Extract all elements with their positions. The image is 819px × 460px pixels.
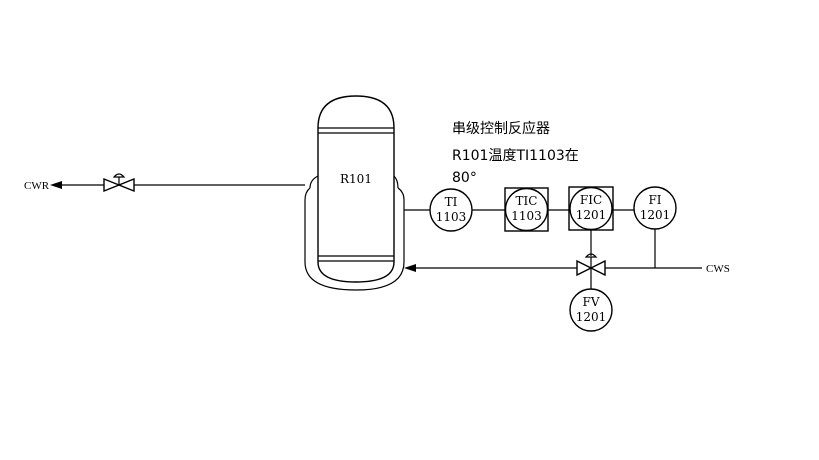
instrument-fic1201[interactable]: FIC 1201	[568, 186, 614, 231]
jacket-top-left	[309, 175, 319, 189]
valve-right-triangle	[117, 177, 135, 193]
note-line-1: 串级控制反应器	[452, 121, 550, 137]
reactor-r101[interactable]: R101	[304, 95, 405, 291]
fic1201-func: FIC	[580, 193, 602, 207]
fv1201-func: FV	[583, 295, 600, 309]
fv1201-bubble	[569, 288, 613, 332]
tic1103-loop: 1103	[511, 209, 542, 223]
cws-arrow-icon	[404, 264, 416, 272]
tic1103-func: TIC	[516, 194, 538, 208]
reactor-tag: R101	[340, 172, 372, 186]
valve-left-triangle	[103, 177, 121, 193]
fi1201-loop: 1201	[640, 208, 671, 222]
instrument-ti1103[interactable]: TI 1103	[429, 188, 473, 232]
cv-right-triangle	[589, 259, 606, 277]
cws-label: CWS	[706, 263, 730, 275]
cwr-line: CWR	[24, 180, 305, 192]
cws-line: CWS	[404, 229, 730, 275]
note-line-3: 80°	[452, 170, 477, 186]
instrument-fv1201[interactable]: FV 1201	[569, 288, 613, 332]
manual-valve[interactable]	[103, 173, 135, 193]
fic1201-loop: 1201	[576, 208, 607, 222]
cwr-arrow-icon	[50, 181, 62, 189]
instrument-tic1103[interactable]: TIC 1103	[504, 187, 549, 232]
cv-left-triangle	[576, 259, 593, 277]
reactor-body	[317, 95, 395, 283]
fv1201-loop: 1201	[576, 310, 607, 324]
cv-actuator-icon	[584, 253, 598, 258]
tic1103-bubble	[504, 187, 549, 232]
note-line-2: R101温度TI1103在	[452, 148, 579, 164]
fic1201-bubble	[569, 186, 613, 231]
fi1201-func: FI	[648, 193, 661, 207]
ti1103-bubble	[429, 188, 473, 232]
instrument-fi1201[interactable]: FI 1201	[633, 186, 677, 230]
ti1103-func: TI	[445, 195, 458, 209]
valve-actuator-icon	[112, 173, 126, 178]
cwr-label: CWR	[24, 180, 50, 192]
control-valve-fv1201[interactable]	[576, 230, 606, 290]
ti1103-loop: 1103	[436, 210, 467, 224]
reactor-jacket	[304, 187, 405, 291]
